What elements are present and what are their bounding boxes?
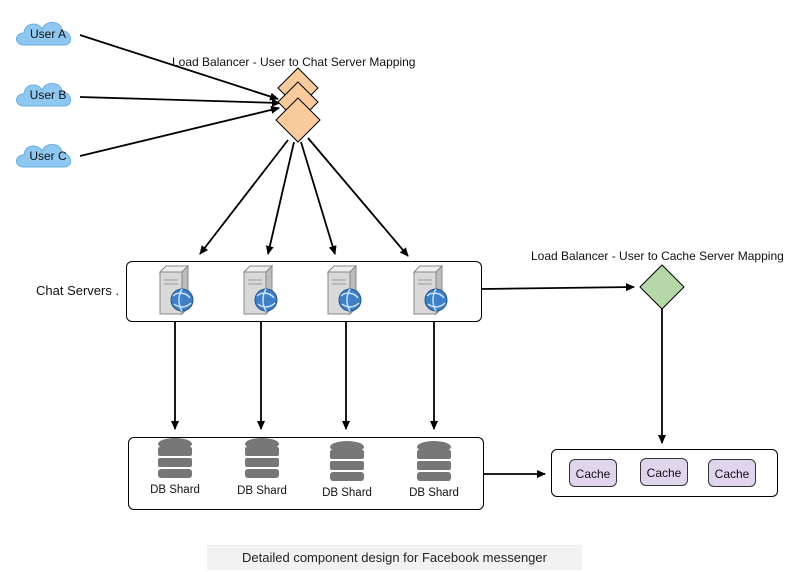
user-label: User C <box>29 149 67 163</box>
chat-server-icon <box>243 265 278 315</box>
edge-user-a-to-lb <box>79 34 279 101</box>
chat-lb-label: Load Balancer - User to Chat Server Mapp… <box>172 55 416 69</box>
cache-node: Cache <box>569 459 617 487</box>
database-icon <box>417 441 451 481</box>
database-icon <box>245 438 279 478</box>
db-shard-label: DB Shard <box>150 484 200 496</box>
cache-node: Cache <box>640 458 688 486</box>
chat-server-icon <box>413 265 448 315</box>
edge-lb-to-server-2 <box>265 141 295 255</box>
db-shard-label: DB Shard <box>409 487 459 499</box>
chat-server-icon <box>159 265 194 315</box>
edge-servers-to-cache-lb <box>481 283 635 292</box>
db-shard-label: DB Shard <box>237 485 287 497</box>
user-label: User A <box>29 27 66 41</box>
cache-lb-label: Load Balancer - User to Cache Server Map… <box>531 249 784 263</box>
chat-server-icon <box>327 265 362 315</box>
edge-lb-to-server-3 <box>300 141 337 255</box>
cache-lb-diamond <box>639 264 685 310</box>
cache-node: Cache <box>708 459 756 487</box>
edge-lb-to-server-1 <box>199 139 289 255</box>
database-icon <box>330 441 364 481</box>
edge-user-b-to-lb <box>79 96 281 107</box>
edge-user-c-to-lb <box>79 105 280 157</box>
db-shard-label: DB Shard <box>322 487 372 499</box>
database-icon <box>158 438 192 478</box>
figure-caption: Detailed component design for Facebook m… <box>207 545 582 570</box>
chat-lb-diamond <box>275 97 321 143</box>
chat-servers-label: Chat Servers . <box>36 283 120 298</box>
edge-lb-to-server-4 <box>307 137 409 257</box>
user-label: User B <box>29 88 67 102</box>
